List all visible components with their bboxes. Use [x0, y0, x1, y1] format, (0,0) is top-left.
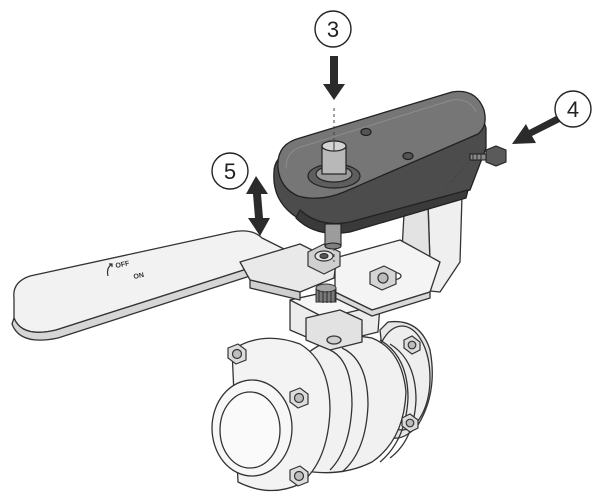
valve-body [211, 320, 433, 492]
bolt-icon [403, 335, 421, 355]
double-arrow-icon [246, 176, 270, 236]
arrow-5-up-down [246, 176, 270, 236]
arrow-4-left [512, 116, 560, 144]
coupling-nut [369, 265, 397, 291]
mounting-pad [289, 287, 381, 351]
arrow-3-down [323, 56, 345, 100]
callout-3-label: 3 [327, 17, 339, 42]
stem-nut [307, 243, 341, 275]
handle-markings: OFF ON [106, 260, 145, 281]
mounting-screw [469, 145, 507, 167]
handle-on-label: ON [133, 272, 145, 281]
actuator-shaft [307, 140, 361, 189]
callout-4-label: 4 [567, 97, 579, 122]
knurled-adjuster [315, 283, 337, 303]
rotate-arrow-icon [106, 263, 113, 277]
arrow-left-icon [512, 116, 560, 144]
callout-5: 5 [211, 152, 249, 190]
callout-5-label: 5 [224, 159, 236, 184]
alignment-guides [333, 108, 469, 262]
bolt-icon [227, 343, 247, 365]
drive-coupling [324, 223, 342, 250]
bolt-icon [289, 387, 309, 409]
body-bolts [227, 335, 421, 487]
bolt-icon [289, 465, 309, 487]
callout-3: 3 [314, 10, 352, 48]
arrow-down-icon [323, 56, 345, 100]
bolt-icon [401, 413, 419, 433]
lever-handle [11, 230, 337, 341]
callout-4: 4 [554, 90, 592, 128]
handle-off-label: OFF [115, 260, 131, 270]
